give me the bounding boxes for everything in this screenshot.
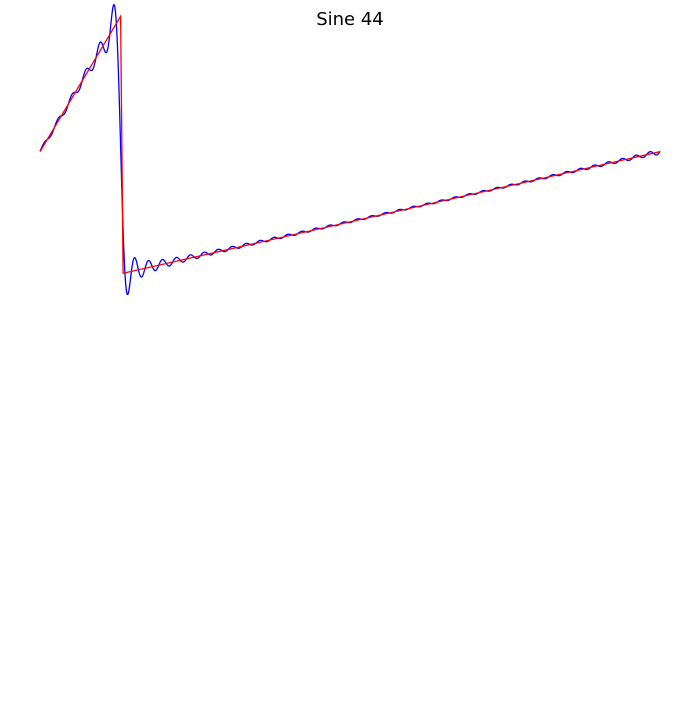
- series-line-target: [39, 13, 661, 275]
- plot-area: [39, 3, 661, 296]
- chart-title: Sine 44: [316, 9, 384, 30]
- series-line-approximation: [39, 3, 661, 296]
